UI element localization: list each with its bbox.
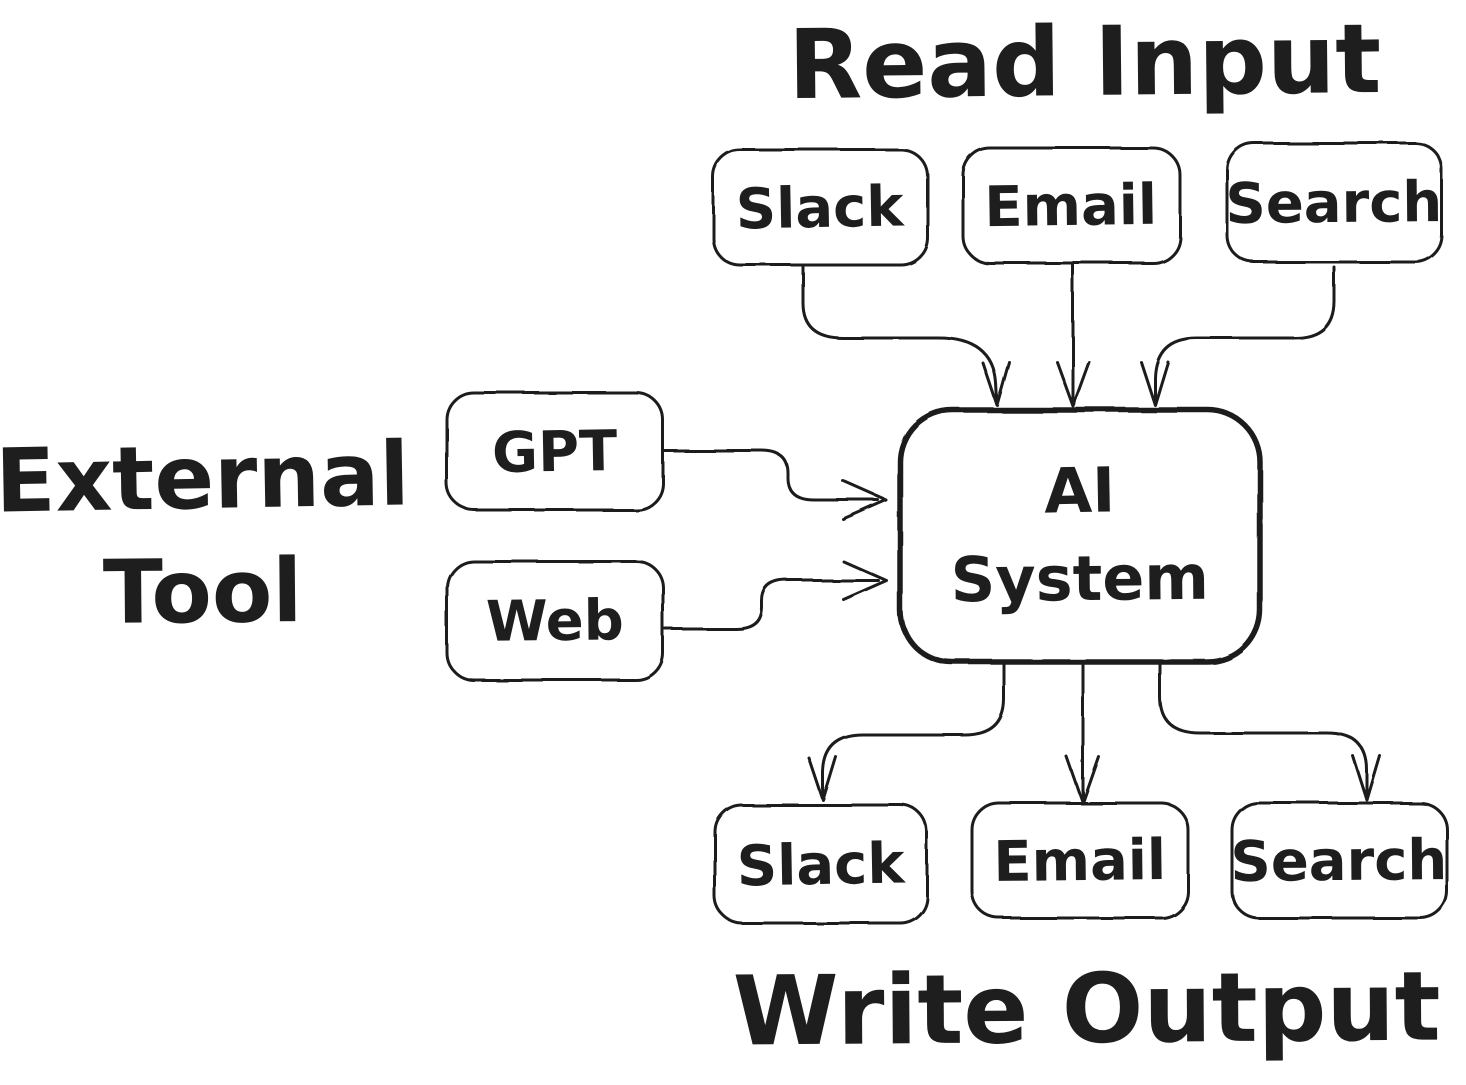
edge-input-slack-to-ai: [801, 264, 1011, 407]
arrowhead-down-icon: [1139, 360, 1170, 407]
input-email-label: Email: [984, 173, 1158, 240]
edge-input-search-to-ai: [1139, 265, 1336, 407]
output-search-label: Search: [1230, 828, 1447, 895]
ai-system-label-line2: System: [950, 541, 1209, 617]
output-slack-label: Slack: [736, 832, 907, 900]
edge-ai-to-output-slack: [807, 661, 1006, 802]
arrowhead-down-icon: [981, 360, 1011, 407]
web-box: [445, 559, 665, 682]
edge-gpt-to-ai: [663, 449, 888, 521]
ai-system-box: [897, 407, 1263, 665]
arrowhead-right-icon: [841, 479, 888, 521]
input-slack-box: [711, 148, 930, 267]
gpt-box: [445, 391, 665, 512]
ai-system-label-line1: AI: [1043, 453, 1115, 527]
input-search-box: [1225, 141, 1444, 264]
output-slack-box: [713, 803, 929, 925]
gpt-label: GPT: [492, 419, 618, 486]
output-search-box: [1230, 801, 1449, 920]
arrowhead-down-icon: [1065, 755, 1101, 805]
input-search-label: Search: [1225, 170, 1442, 237]
output-email-box: [970, 801, 1190, 920]
arrowhead-down-icon: [807, 755, 838, 802]
external-tool-title-line2: Tool: [103, 539, 303, 644]
edge-web-to-ai: [663, 559, 888, 631]
edge-ai-to-output-email: [1065, 661, 1101, 805]
output-email-label: Email: [993, 828, 1167, 895]
read-input-title: Read Input: [788, 3, 1382, 121]
arrowhead-down-icon: [1055, 360, 1091, 408]
external-tool-title-line1: External: [0, 422, 410, 532]
diagram-shapes: [445, 141, 1449, 925]
edge-input-email-to-ai: [1055, 262, 1091, 408]
arrowhead-right-icon: [841, 559, 888, 601]
web-label: Web: [486, 588, 625, 654]
input-slack-label: Slack: [735, 175, 906, 243]
arrowhead-down-icon: [1351, 754, 1382, 802]
write-output-title: Write Output: [733, 951, 1441, 1068]
input-email-box: [961, 146, 1182, 265]
edge-ai-to-output-search: [1158, 661, 1382, 802]
